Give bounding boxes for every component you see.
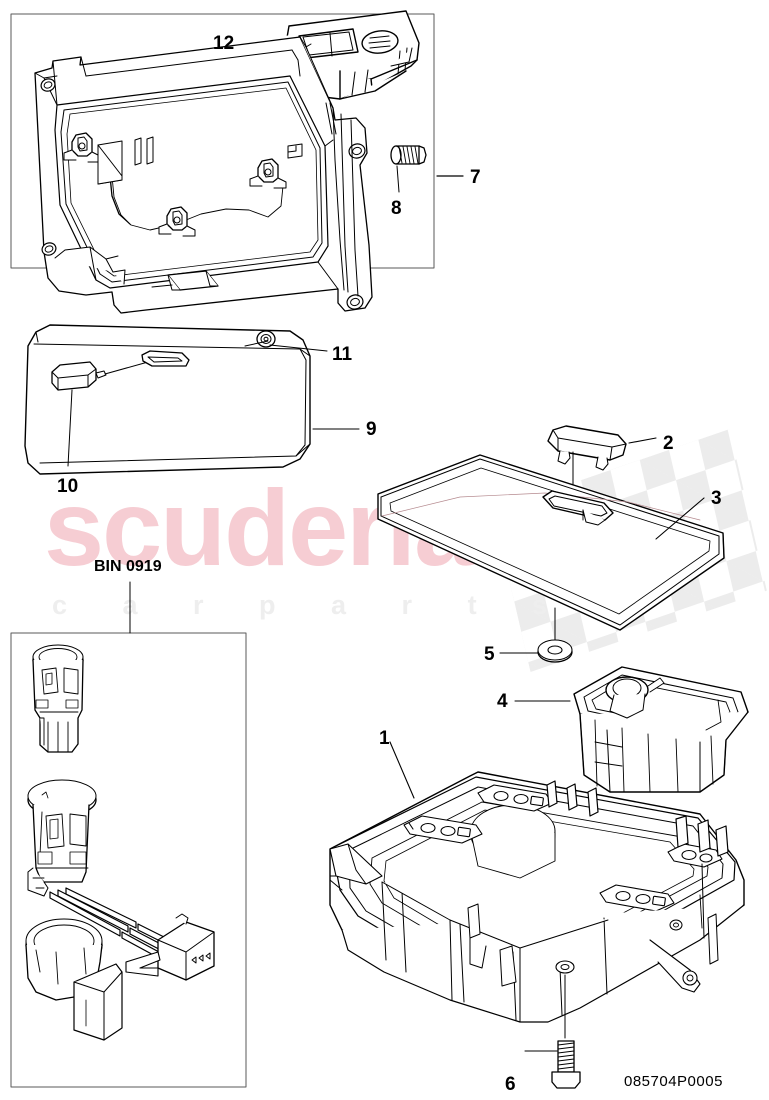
leader-11 bbox=[269, 344, 328, 352]
lighter-socket-upper bbox=[32, 644, 84, 753]
callout-5-washer: 5 bbox=[484, 644, 495, 665]
part-12-ashtray-trim bbox=[283, 10, 420, 100]
bin-label: BIN 0919 bbox=[94, 558, 162, 575]
part-9-cover-panel bbox=[24, 324, 311, 475]
diagram-part-number: 085704P0005 bbox=[624, 1073, 723, 1090]
leader-1 bbox=[389, 741, 415, 799]
leader-2 bbox=[628, 437, 657, 444]
callout-1-center-console-body: 1 bbox=[379, 728, 390, 749]
callout-3-lid-cover: 3 bbox=[711, 488, 722, 509]
part-6-screw bbox=[551, 1040, 581, 1089]
panel-slot bbox=[141, 350, 190, 367]
part-7-frame-assembly bbox=[34, 34, 373, 314]
wire-connector-plug bbox=[125, 913, 215, 981]
part-10-clip bbox=[51, 361, 149, 391]
part-1-console-body bbox=[329, 771, 745, 1023]
part-5-washer bbox=[537, 639, 573, 663]
callout-10-clip: 10 bbox=[57, 476, 79, 497]
part-2-lid-handle bbox=[547, 425, 627, 471]
leader-8 bbox=[396, 165, 400, 193]
part-8-screw bbox=[390, 145, 427, 165]
callout-7-assembly-group: 7 bbox=[470, 167, 481, 188]
callout-11-grommet: 11 bbox=[332, 344, 353, 365]
callout-9-cover-panel: 9 bbox=[366, 419, 377, 440]
callout-8-screw: 8 bbox=[391, 198, 402, 219]
callout-4-ashtray-insert: 4 bbox=[497, 691, 508, 712]
part-3-lid-cover bbox=[377, 454, 725, 631]
callout-6-screw: 6 bbox=[505, 1074, 516, 1095]
lighter-socket-with-harness bbox=[27, 779, 97, 897]
part-11-grommet bbox=[256, 330, 276, 348]
callout-12-ashtray-trim: 12 bbox=[213, 33, 235, 54]
leader-10 bbox=[67, 389, 73, 467]
lighter-retainer-ring bbox=[25, 918, 123, 1041]
callout-2-lid-handle: 2 bbox=[663, 433, 674, 454]
part-4-ashtray-insert bbox=[573, 666, 749, 793]
